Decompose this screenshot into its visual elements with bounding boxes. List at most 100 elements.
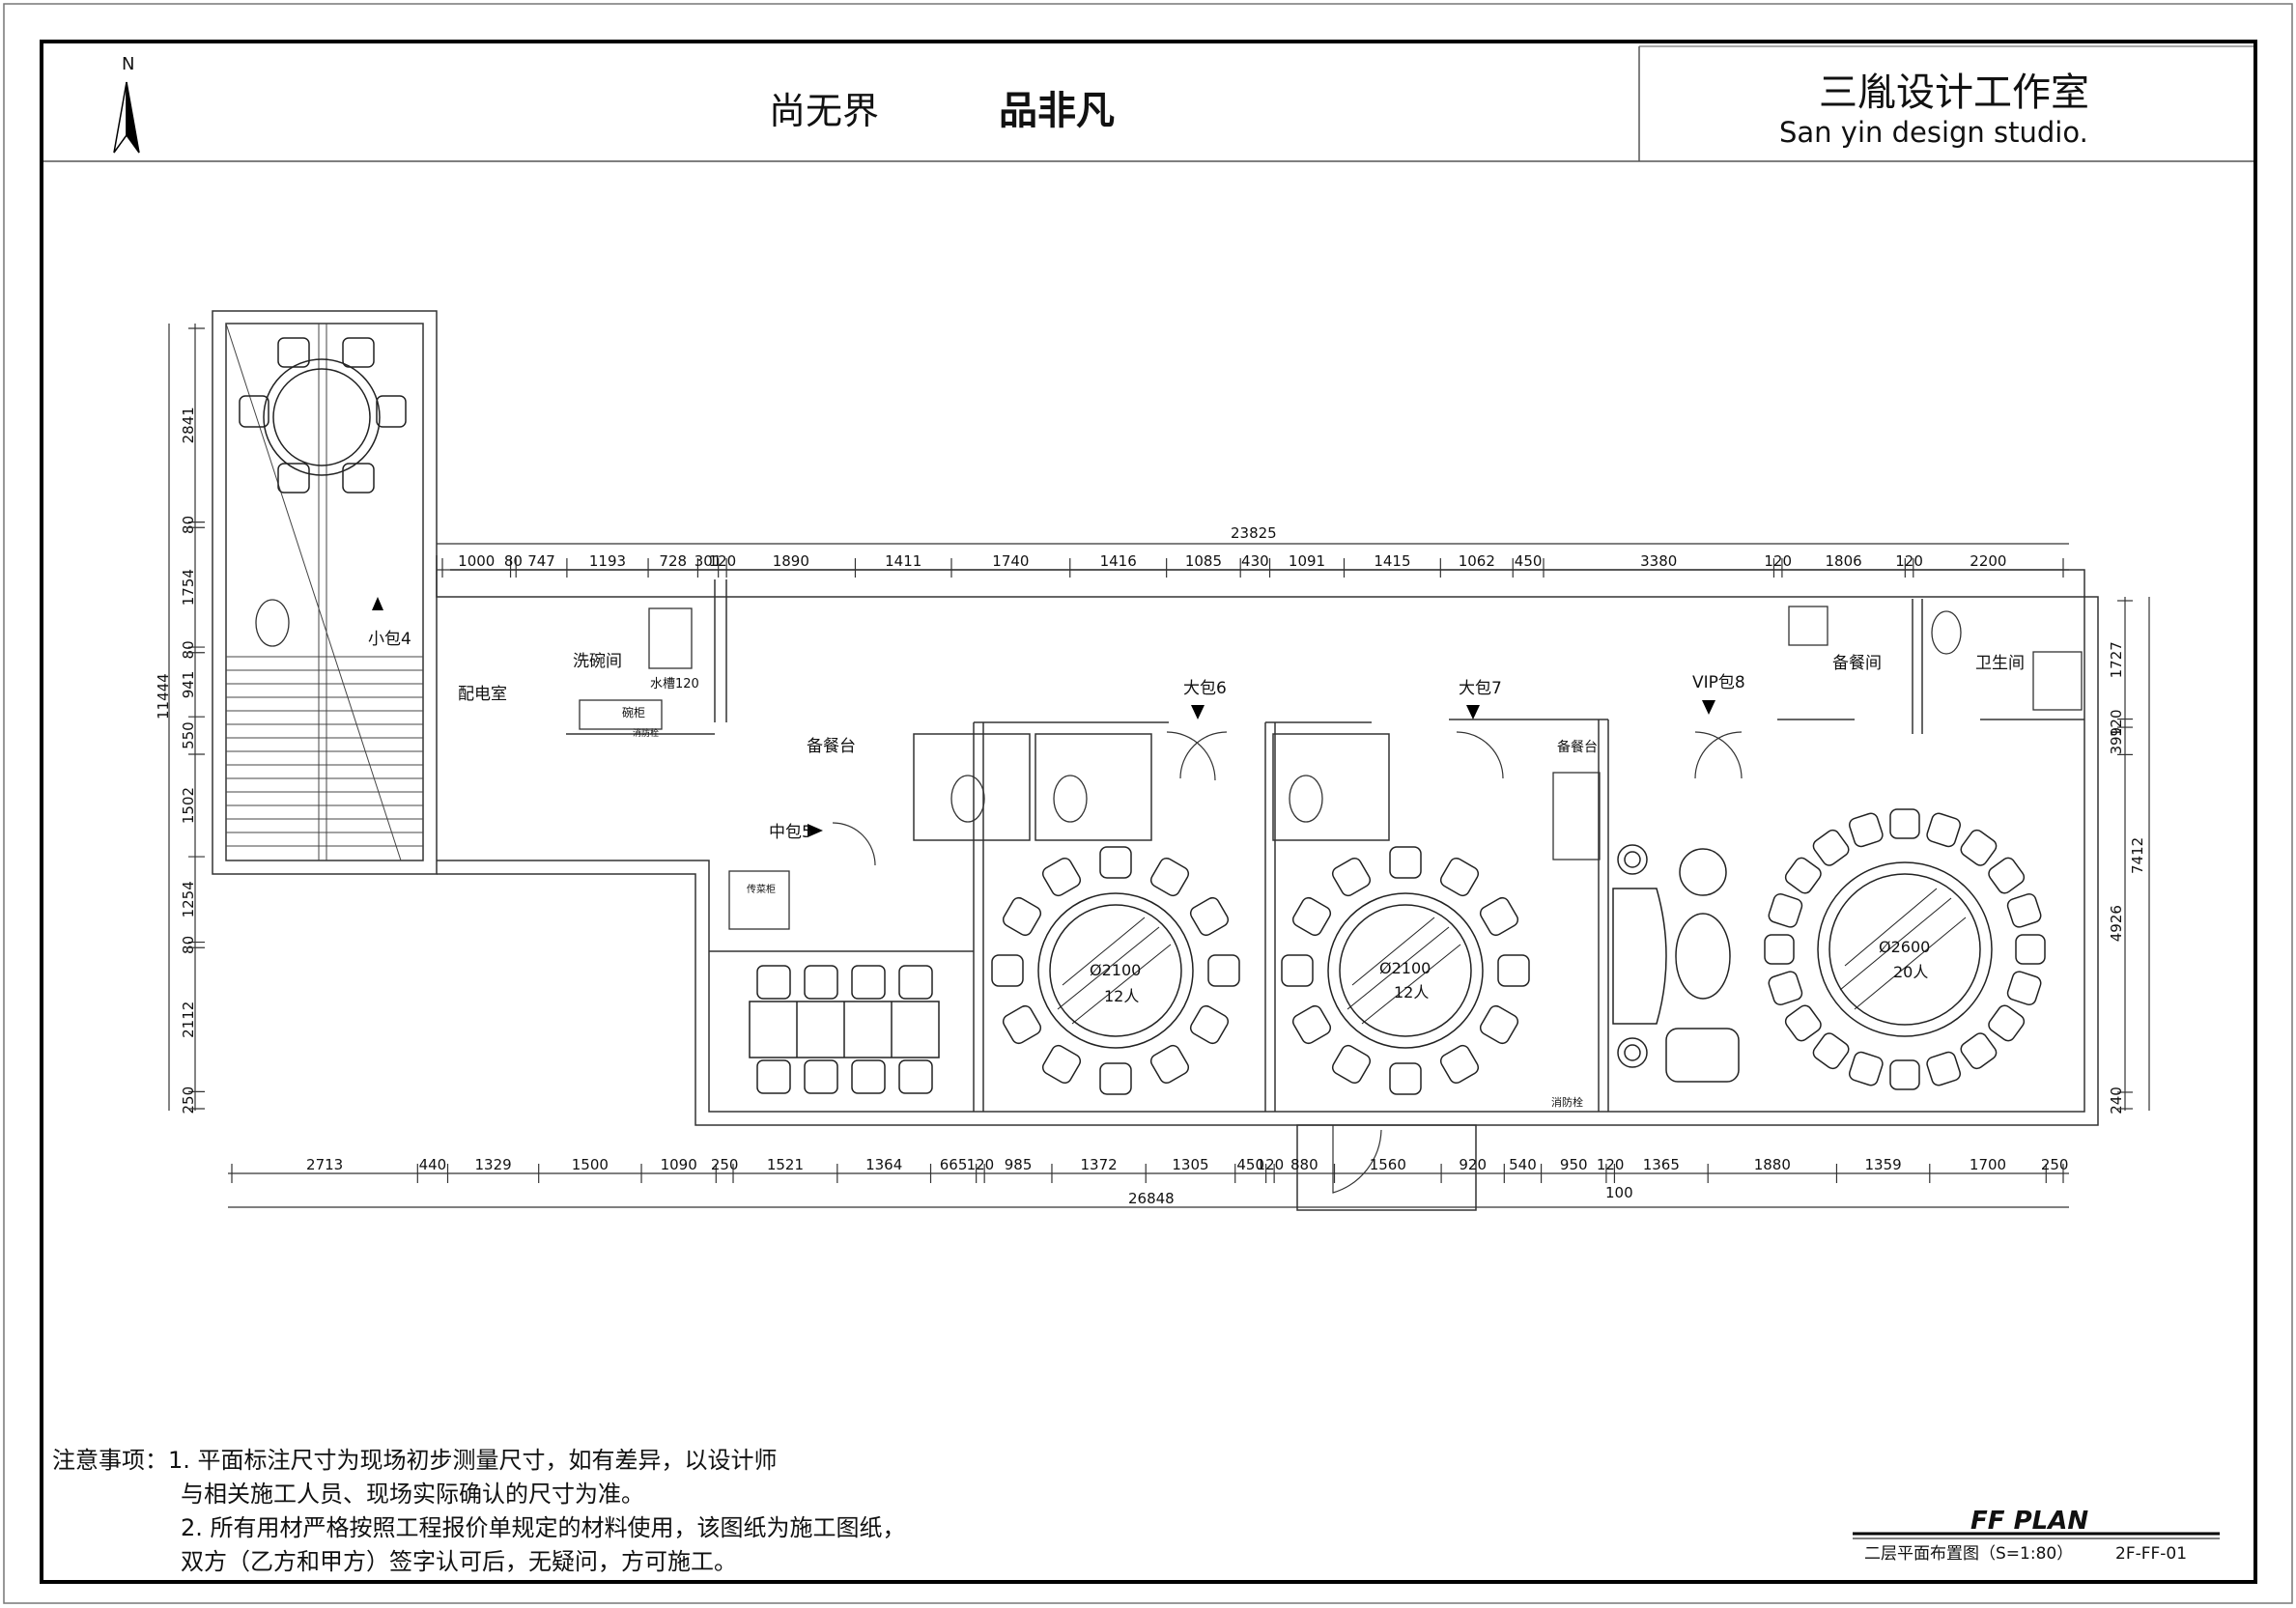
label-serving-1: 备餐台 (807, 737, 856, 756)
dim-value: 1364 (865, 1156, 902, 1173)
dim-value: 120 (709, 552, 737, 570)
label-fire-hydrant: 消防栓 (1551, 1095, 1583, 1109)
dim-value: 1091 (1289, 552, 1325, 570)
dim-value: 1000 (458, 552, 495, 570)
dim-value: 1880 (1754, 1156, 1791, 1173)
dim-value: 1090 (661, 1156, 697, 1173)
plan-title-cn: 二层平面布置图（S=1:80） (1864, 1544, 2073, 1564)
dim-bottom-extra: 100 (1605, 1184, 1633, 1201)
chair (1099, 846, 1132, 879)
chair (1848, 812, 1884, 848)
chair (1389, 1062, 1422, 1095)
doors (832, 731, 1743, 1194)
dim-value: 120 (1257, 1156, 1285, 1173)
chair (1926, 812, 1962, 848)
chair (1149, 1044, 1190, 1085)
label-small-room-4: 小包4 (368, 630, 411, 649)
label-restroom: 卫生间 (1975, 654, 2025, 673)
chair (1207, 954, 1240, 987)
studio-name-cn: 三胤设计工作室 (1819, 71, 2089, 115)
marker-large-room-7 (1466, 705, 1480, 719)
dim-value: 1305 (1172, 1156, 1208, 1173)
chair (2006, 971, 2042, 1006)
chair (1479, 896, 1519, 937)
chair (1926, 1051, 1962, 1086)
marker-vip-room-8 (1702, 700, 1715, 715)
plan-title-en: FF PLAN (1970, 1507, 2088, 1536)
label-medium-room-5: 中包5 (769, 823, 812, 842)
dim-value: 3380 (1640, 552, 1677, 570)
dim-value: 1700 (1970, 1156, 2006, 1173)
dim-value: 250 (180, 1086, 197, 1114)
chair (1889, 808, 1920, 839)
dim-value: 430 (1241, 552, 1269, 570)
dim-value: 2713 (306, 1156, 343, 1173)
table-1-people: 12人 (1104, 987, 1139, 1005)
chair (1439, 1044, 1480, 1085)
dim-value: 1254 (180, 881, 197, 917)
chair (1099, 1062, 1132, 1095)
marker-medium-room-5 (808, 824, 823, 837)
dim-value: 80 (180, 640, 197, 659)
chair (1960, 829, 1998, 866)
chair (1002, 896, 1042, 937)
label-fire-hydrant-2: 消防栓 (633, 727, 659, 739)
dim-overall-top: 23825 (1231, 524, 1277, 542)
dim-value: 2112 (180, 1001, 197, 1038)
dim-value: 80 (180, 936, 197, 954)
dim-value: 120 (967, 1156, 995, 1173)
dim-value: 985 (1005, 1156, 1033, 1173)
chair (1041, 857, 1082, 897)
dim-value: 941 (180, 671, 197, 699)
dim-value: 1500 (572, 1156, 609, 1173)
chair (1988, 1004, 2026, 1042)
dim-value: 120 (1895, 552, 1923, 570)
dim-value: 1754 (180, 569, 197, 606)
dim-value: 728 (659, 552, 687, 570)
table-2-size: Ø2100 (1379, 959, 1431, 977)
chair (1812, 1032, 1850, 1070)
round-table-2 (1281, 846, 1530, 1095)
chair (1149, 857, 1190, 897)
label-pantry: 备餐间 (1832, 654, 1882, 673)
chair (1389, 846, 1422, 879)
note-line-3: 2. 所有用材严格按照工程报价单规定的材料使用，该图纸为施工图纸， (181, 1514, 906, 1541)
dim-value: 450 (1515, 552, 1543, 570)
dim-value: 80 (504, 552, 523, 570)
dim-value: 4926 (2108, 905, 2125, 942)
outer-frame (3, 3, 2293, 1604)
dim-value: 250 (711, 1156, 739, 1173)
chair (1768, 892, 1803, 928)
chair (1189, 896, 1230, 937)
chair (1041, 1044, 1082, 1085)
chair (2015, 934, 2046, 965)
rect-tables (749, 965, 940, 1094)
dim-value: 1890 (773, 552, 809, 570)
dimension-lines (168, 324, 2150, 1208)
chair (1479, 1004, 1519, 1045)
dim-value: 1415 (1374, 552, 1410, 570)
round-table-3 (1764, 808, 2046, 1090)
dim-overall-bottom: 26848 (1128, 1190, 1175, 1207)
chair (1002, 1004, 1042, 1045)
title-block: FF PLAN 二层平面布置图（S=1:80） 2F-FF-01 (1853, 1507, 2220, 1564)
marker-small-room-4 (372, 597, 383, 610)
dim-overall-right: 7412 (2129, 837, 2146, 874)
north-arrow-icon: N (113, 54, 140, 154)
dim-value: 80 (180, 516, 197, 534)
dim-value: 1560 (1370, 1156, 1406, 1173)
dim-value: 665 (940, 1156, 968, 1173)
chair (1768, 971, 1803, 1006)
label-cabinet: 传菜柜 (747, 883, 776, 895)
dim-value: 1193 (589, 552, 626, 570)
label-vip-room-8: VIP包8 (1692, 673, 1745, 692)
chair (1291, 1004, 1332, 1045)
chair (991, 954, 1024, 987)
chair (1784, 1004, 1822, 1042)
dim-value: 301 (694, 552, 723, 570)
dim-value: 920 (1459, 1156, 1487, 1173)
